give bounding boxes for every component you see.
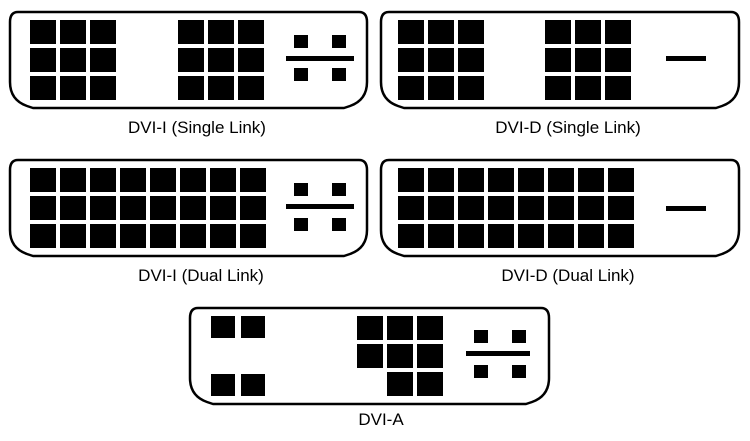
caption-dvi-i-dual-link: DVI-I (Dual Link)	[138, 266, 264, 285]
digital-pin-block-1	[398, 20, 484, 100]
caption-dvi-d-dual-link: DVI-D (Dual Link)	[501, 266, 635, 285]
connector-dvi-d-single-link	[379, 10, 741, 110]
connector-outline	[8, 10, 369, 110]
connector-dvi-i-dual-link	[8, 158, 369, 258]
ground-blade	[666, 56, 706, 61]
analog-pins	[466, 330, 530, 378]
connector-outline	[379, 158, 741, 258]
digital-pin-block-2	[545, 20, 631, 100]
caption-dvi-a: DVI-A	[358, 410, 404, 429]
connector-outline	[8, 158, 369, 258]
digital-pin-block-1	[211, 316, 265, 396]
caption-dvi-i-single-link: DVI-I (Single Link)	[128, 118, 266, 137]
connector-dvi-d-dual-link	[379, 158, 741, 258]
connector-outline	[188, 306, 551, 406]
digital-pin-block-2	[178, 20, 264, 100]
analog-pins	[286, 35, 354, 81]
analog-pins	[286, 183, 354, 231]
connector-outline	[379, 10, 741, 110]
digital-pin-grid	[30, 168, 266, 248]
connector-dvi-i-single-link	[8, 10, 369, 110]
caption-dvi-d-single-link: DVI-D (Single Link)	[495, 118, 641, 137]
digital-pin-block-2	[357, 316, 443, 396]
connector-dvi-a	[188, 306, 551, 406]
ground-blade	[666, 206, 706, 211]
digital-pin-grid	[398, 168, 634, 248]
digital-pin-block-1	[30, 20, 116, 100]
